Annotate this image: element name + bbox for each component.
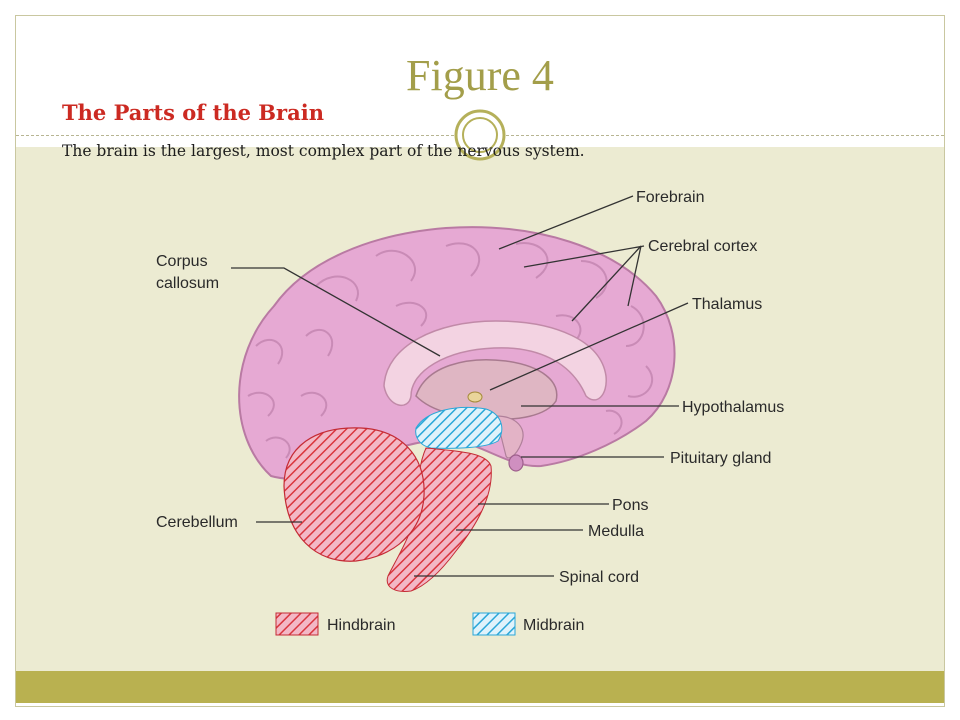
- brain-diagram: Forebrain Cerebral cortex Thalamus Hypot…: [156, 189, 784, 636]
- midbrain-region: [415, 406, 503, 449]
- label-pituitary-gland: Pituitary gland: [670, 450, 771, 467]
- label-thalamus: Thalamus: [692, 296, 762, 313]
- cerebellum-region: [283, 427, 425, 562]
- slide-subtitle: The Parts of the Brain: [62, 100, 324, 125]
- label-forebrain: Forebrain: [636, 189, 704, 206]
- legend-midbrain-swatch: [472, 612, 516, 636]
- label-corpus-line2: callosum: [156, 275, 219, 292]
- legend: Hindbrain Midbrain: [275, 612, 584, 636]
- gyri-lines: [247, 242, 653, 459]
- label-hypothalamus: Hypothalamus: [682, 399, 784, 416]
- slide-title: Figure 4: [406, 51, 554, 100]
- pituitary-shape: [508, 454, 524, 472]
- circle-ornament-icon: [454, 109, 506, 161]
- label-pons: Pons: [612, 497, 648, 514]
- slide: Figure 4 The Parts of the Brain The brai…: [15, 15, 945, 707]
- hypothalamus-shape: [495, 415, 524, 459]
- label-cerebral-cortex: Cerebral cortex: [648, 238, 757, 255]
- label-spinal-cord: Spinal cord: [559, 569, 639, 586]
- thalamus-nucleus: [467, 391, 483, 403]
- corpus-callosum-shape: [383, 320, 607, 406]
- label-cerebellum: Cerebellum: [156, 514, 238, 531]
- footer-band: [16, 671, 944, 703]
- legend-hindbrain-label: Hindbrain: [327, 617, 395, 634]
- label-corpus-line1: Corpus: [156, 253, 208, 270]
- leader-lines: [231, 195, 689, 577]
- legend-hindbrain-swatch: [275, 612, 319, 636]
- legend-midbrain-label: Midbrain: [523, 617, 584, 634]
- label-medulla: Medulla: [588, 523, 644, 540]
- slide-body-text: The brain is the largest, most complex p…: [62, 142, 585, 160]
